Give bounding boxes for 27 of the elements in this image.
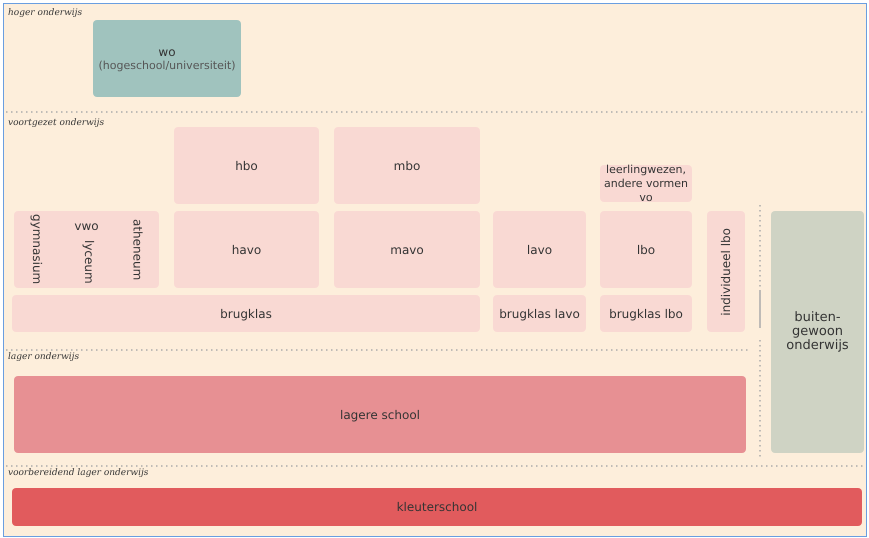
level-label: lager onderwijs	[8, 352, 80, 362]
school-type-box	[771, 211, 864, 453]
level-label: voortgezet onderwijs	[8, 118, 104, 128]
school-type-label: leerlingwezen, andere vormen vo	[602, 162, 690, 204]
school-type-label: havo	[232, 242, 262, 256]
school-type-label: mbo	[394, 158, 420, 172]
school-type-box	[93, 20, 241, 97]
school-type-box	[14, 376, 746, 453]
school-type-label: lbo	[636, 242, 656, 256]
school-type-label: buiten- gewoon onderwijs	[785, 311, 850, 353]
school-type-label: atheneum	[130, 218, 144, 280]
school-type-label: (hogeschool/universiteit)	[98, 58, 236, 72]
school-type-label: wo	[158, 44, 176, 58]
school-type-box	[12, 488, 862, 526]
school-type-label: lagere school	[340, 408, 420, 422]
school-type-label: mavo	[390, 242, 424, 256]
school-type-label: gymnasium	[30, 214, 44, 285]
school-type-label: lavo	[526, 242, 552, 256]
level-label: voorbereidend lager onderwijs	[8, 468, 148, 478]
school-type-label: lyceum	[82, 240, 96, 284]
school-type-label: brugklas	[220, 306, 272, 320]
school-type-label: kleuterschool	[396, 500, 478, 514]
school-type-label: brugklas lbo	[609, 306, 683, 320]
school-type-label: individueel lbo	[719, 228, 733, 316]
school-type-label: brugklas lavo	[499, 306, 580, 320]
school-type-label: hbo	[235, 158, 258, 172]
level-label: hoger onderwijs	[8, 8, 82, 18]
